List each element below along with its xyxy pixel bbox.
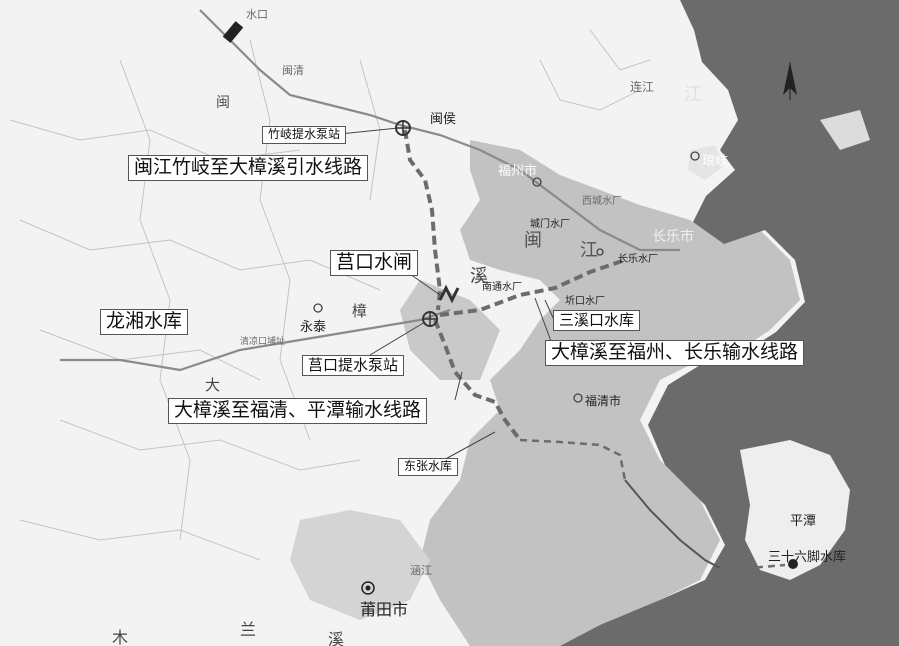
place-pingtan: 平潭 bbox=[790, 514, 817, 529]
place-langqi: 琅岐 bbox=[702, 154, 729, 169]
place-minhou: 闽侯 bbox=[430, 112, 457, 127]
place-qikou-plant: 圻口水厂 bbox=[565, 296, 605, 307]
callout-fuzhou-changle-line: 大樟溪至福州、长乐输水线路 bbox=[545, 340, 805, 366]
place-putian-city: 莆田市 bbox=[360, 600, 409, 619]
pingtan-dashed-line bbox=[720, 563, 786, 570]
dazhangxi-fuqing-route bbox=[433, 319, 522, 442]
callout-sanxikou: 三溪口水库 bbox=[553, 310, 641, 332]
map-char-lan: 兰 bbox=[240, 620, 257, 639]
north-arrow-icon bbox=[783, 62, 797, 100]
jukou-pump-symbol bbox=[422, 311, 438, 327]
map-char-jiang2: 江 bbox=[580, 240, 598, 261]
place-yongtai: 永泰 bbox=[300, 320, 327, 335]
callout-longxiang: 龙湘水库 bbox=[100, 309, 189, 335]
callout-zhuqi-pump: 竹岐提水泵站 bbox=[262, 126, 347, 144]
place-changle-plant: 长乐水厂 bbox=[618, 254, 658, 265]
place-qingliang: 清凉口埔址 bbox=[240, 337, 286, 347]
map-char-xi2: 溪 bbox=[328, 630, 345, 646]
dazhangxi-river bbox=[60, 308, 451, 372]
rivers bbox=[60, 9, 680, 372]
map-char-da: 大 bbox=[205, 376, 221, 394]
yongtai-lowland bbox=[400, 280, 500, 380]
minjiang-river bbox=[199, 9, 680, 252]
callout-fuqing-pingtan-line: 大樟溪至福清、平潭输水线路 bbox=[168, 398, 428, 424]
place-sanshiliujiao: 三十六脚水库 bbox=[768, 550, 847, 565]
basin-shading bbox=[420, 140, 800, 646]
zhuqi-pump-symbol bbox=[395, 120, 411, 136]
background-network bbox=[9, 29, 651, 561]
place-xicheng-plant: 西城水厂 bbox=[582, 196, 622, 207]
place-shuikou: 水口 bbox=[246, 8, 268, 21]
place-lianjiang: 连江 bbox=[630, 80, 655, 94]
callout-dongzhang: 东张水库 bbox=[398, 458, 459, 476]
callout-minjiang-line: 闽江竹岐至大樟溪引水线路 bbox=[128, 155, 369, 181]
small-island bbox=[820, 110, 870, 150]
pingtan-island bbox=[740, 440, 850, 580]
sanshiliujiao-marker bbox=[788, 559, 798, 569]
shuikou-dam-symbol bbox=[222, 21, 244, 43]
town-markers bbox=[313, 151, 700, 403]
putian-city-marker bbox=[361, 581, 375, 595]
map-char-min: 闽 bbox=[216, 95, 230, 111]
place-fuzhou-city: 福州市 bbox=[498, 164, 538, 179]
putian-city-marker-core bbox=[365, 585, 371, 591]
langqi-island bbox=[688, 145, 725, 180]
dazhangxi-fuzhou-changle-route bbox=[439, 258, 626, 317]
jukou-gate-symbol bbox=[438, 284, 460, 304]
place-hanjiang: 涵江 bbox=[410, 564, 432, 577]
map-char-jiang: 江 bbox=[684, 84, 702, 105]
putian-lowland bbox=[290, 510, 430, 620]
map-char-zhang: 樟 bbox=[352, 302, 368, 320]
zhuqi-dazhangxi-route bbox=[403, 129, 443, 311]
transfer-routes bbox=[403, 129, 786, 570]
place-minqing: 闽清 bbox=[282, 64, 304, 77]
place-changle-city: 长乐市 bbox=[652, 229, 694, 245]
map-char-mu: 木 bbox=[112, 628, 129, 646]
fuqing-branch-dashed bbox=[519, 438, 627, 481]
callout-jukou-pump: 莒口提水泵站 bbox=[302, 355, 405, 377]
place-nantong-plant: 南通水厂 bbox=[482, 282, 522, 293]
place-chengmen-plant: 城门水厂 bbox=[530, 219, 570, 230]
map-char-min2: 闽 bbox=[524, 230, 542, 251]
place-fuqing-city: 福清市 bbox=[585, 394, 622, 408]
map-char-xi: 溪 bbox=[470, 266, 488, 287]
callout-pointers bbox=[329, 127, 556, 463]
callout-jukou-gate: 莒口水闸 bbox=[330, 250, 419, 276]
pingtan-solid-line bbox=[624, 479, 721, 569]
